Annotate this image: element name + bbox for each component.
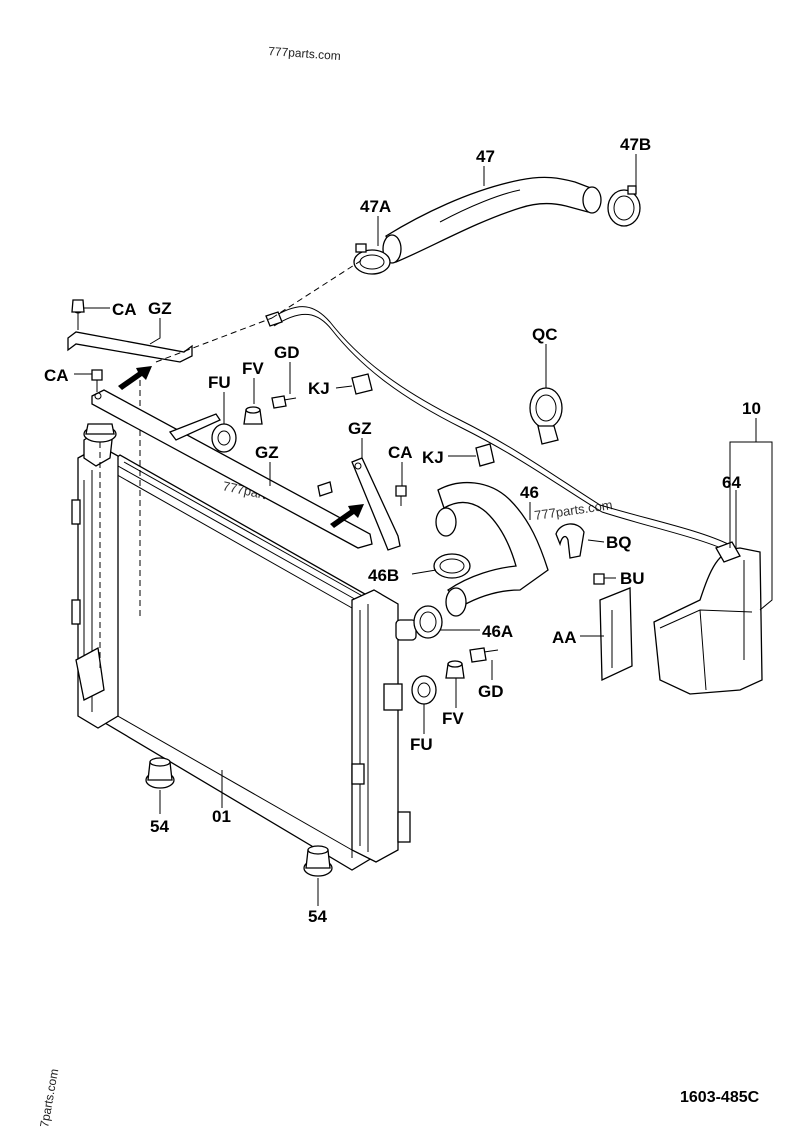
label-ca-top: CA xyxy=(112,300,137,319)
label-46b: 46B xyxy=(368,566,399,585)
label-fv-bottom: FV xyxy=(442,709,464,728)
clip-bq xyxy=(555,523,585,559)
mount-top-group xyxy=(211,395,297,453)
direction-arrow-top xyxy=(118,366,152,390)
label-gz-mid: GZ xyxy=(255,443,279,462)
bolt-ca-middle xyxy=(395,485,407,497)
label-fv-top: FV xyxy=(242,359,264,378)
watermark-bottom-left: 7parts.com xyxy=(37,1068,61,1129)
clamp-47b xyxy=(607,185,641,227)
label-47: 47 xyxy=(476,147,495,166)
label-kj-top: KJ xyxy=(308,379,330,398)
clamp-46b xyxy=(433,553,471,579)
label-fu-top: FU xyxy=(208,373,231,392)
clip-kj-middle xyxy=(475,443,495,467)
label-bu: BU xyxy=(620,569,645,588)
label-47b: 47B xyxy=(620,135,651,154)
label-fu-bottom: FU xyxy=(410,735,433,754)
label-01: 01 xyxy=(212,807,231,826)
label-47a: 47A xyxy=(360,197,391,216)
label-kj-mid: KJ xyxy=(422,448,444,467)
overflow-tube xyxy=(271,306,731,546)
label-gz-top: GZ xyxy=(148,299,172,318)
clamp-qc xyxy=(529,387,563,445)
label-gd-bottom: GD xyxy=(478,682,504,701)
clip-kj-top xyxy=(351,373,373,395)
watermark-top: 777parts.com xyxy=(268,44,342,63)
bolt-bu xyxy=(593,573,605,585)
watermark-right: 777parts.com xyxy=(533,497,613,523)
clamp-47a xyxy=(353,243,391,275)
label-64: 64 xyxy=(722,473,741,492)
label-54-bottom: 54 xyxy=(308,907,327,926)
label-46: 46 xyxy=(520,483,539,502)
direction-arrow-middle xyxy=(330,504,364,528)
upper-hose xyxy=(382,176,602,264)
coolant-reservoir xyxy=(653,541,763,695)
label-54-left: 54 xyxy=(150,817,169,836)
rubber-mount-bottom xyxy=(303,845,333,877)
mount-bottom-group xyxy=(411,647,499,705)
rubber-mount-left xyxy=(145,757,175,789)
label-qc: QC xyxy=(532,325,558,344)
label-ca-left: CA xyxy=(44,366,69,385)
label-10: 10 xyxy=(742,399,761,418)
label-bq: BQ xyxy=(606,533,632,552)
radiator-core xyxy=(71,370,417,871)
label-aa: AA xyxy=(552,628,577,647)
clamp-46a xyxy=(413,605,443,639)
lower-hose xyxy=(435,481,549,617)
diagram-code: 1603-485C xyxy=(680,1089,760,1106)
label-gd-top: GD xyxy=(274,343,300,362)
leader-lines xyxy=(74,154,773,906)
bracket-aa xyxy=(599,587,633,682)
label-gz-right: GZ xyxy=(348,419,372,438)
upper-bracket xyxy=(67,299,373,549)
label-ca-mid: CA xyxy=(388,443,413,462)
label-46a: 46A xyxy=(482,622,513,641)
